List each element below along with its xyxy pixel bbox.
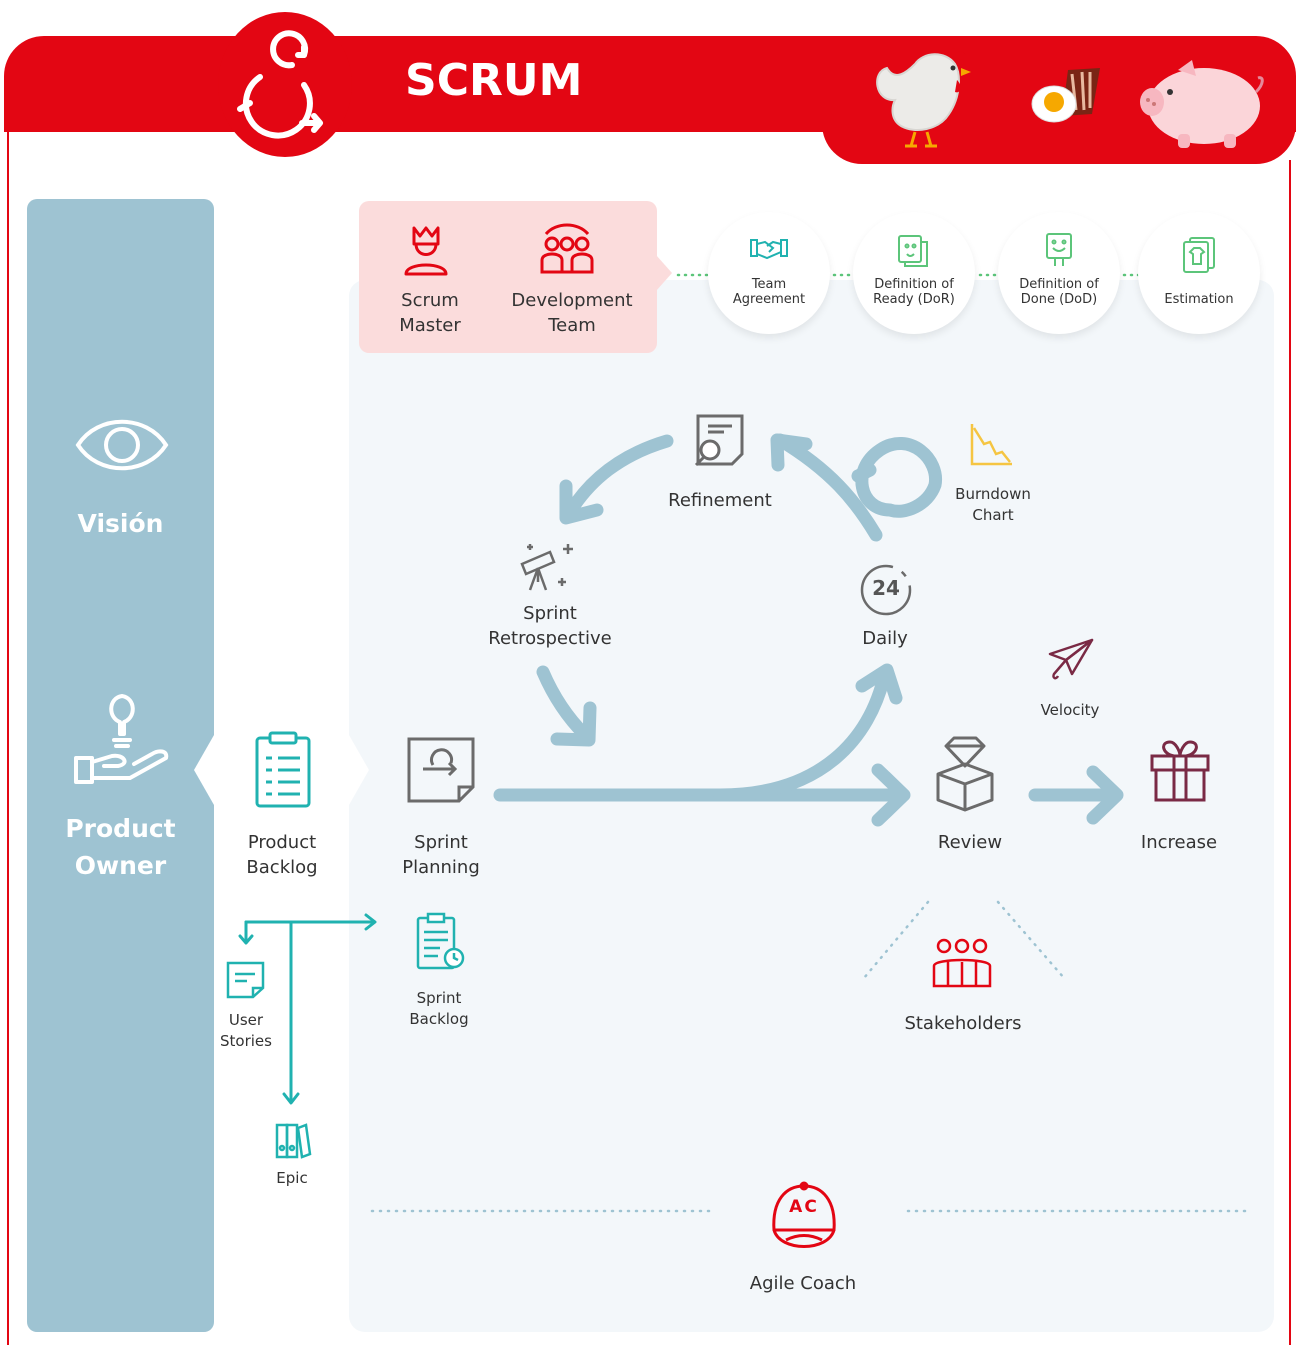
product-backlog-label: Product Backlog bbox=[246, 832, 318, 878]
roles-box-pointer bbox=[656, 255, 672, 291]
sprint-backlog-icon bbox=[416, 912, 465, 970]
gift-icon bbox=[1150, 740, 1210, 802]
development-team-label: Development Team bbox=[511, 290, 633, 336]
retrospective-label: Sprint Retrospective bbox=[488, 603, 612, 649]
product-owner-label: Product Owner bbox=[65, 814, 176, 880]
stakeholders-icon bbox=[932, 938, 992, 988]
refinement-icon bbox=[694, 414, 744, 467]
sprint-backlog-label: Sprint Backlog bbox=[409, 989, 469, 1028]
dor-card bbox=[853, 212, 975, 334]
gem-box-icon bbox=[936, 736, 994, 812]
eye-icon bbox=[75, 419, 169, 471]
estimation-label: Estimation bbox=[1164, 292, 1234, 307]
scrum-master-label: Scrum Master bbox=[399, 290, 461, 336]
cycle-icon bbox=[237, 30, 323, 139]
burndown-label: Burndown Chart bbox=[955, 485, 1031, 524]
daily-number: 24 bbox=[872, 576, 900, 600]
page-title: SCRUM bbox=[405, 55, 583, 106]
paper-plane-icon bbox=[1048, 638, 1094, 680]
chicken-icon bbox=[876, 48, 971, 148]
dod-card bbox=[998, 212, 1120, 334]
increase-label: Increase bbox=[1140, 832, 1218, 853]
team-icon bbox=[540, 223, 594, 274]
sprint-planning-label: Sprint Planning bbox=[402, 832, 480, 878]
frame-right-border bbox=[1289, 160, 1291, 1345]
vision-label: Visión bbox=[77, 509, 164, 538]
telescope-icon bbox=[520, 544, 573, 591]
team-agreement-label: Team Agreement bbox=[732, 277, 806, 307]
artifacts-dotted-connector bbox=[676, 273, 1148, 277]
stakeholders-dotted-lines bbox=[862, 900, 1066, 980]
refinement-label: Refinement bbox=[668, 490, 772, 511]
sprint-planning-icon bbox=[407, 737, 475, 803]
egg-bacon-icon bbox=[1031, 68, 1100, 123]
clipboard-icon bbox=[255, 731, 311, 808]
dod-card-icon bbox=[1046, 233, 1072, 266]
epic-label: Epic bbox=[276, 1169, 308, 1187]
scrum-team-roles bbox=[359, 201, 657, 353]
stakeholders-label: Stakeholders bbox=[904, 1013, 1022, 1034]
agile-coach-initials: AC bbox=[789, 1197, 819, 1217]
handshake-icon bbox=[750, 239, 788, 260]
team-agreement-card bbox=[708, 212, 830, 334]
binders-icon bbox=[275, 1123, 312, 1159]
dor-label: Definition of Ready (DoR) bbox=[873, 277, 955, 307]
dor-card-icon bbox=[898, 235, 928, 267]
sticky-note-icon bbox=[226, 961, 265, 999]
user-stories-label: User Stories bbox=[220, 1011, 272, 1050]
daily-label: Daily bbox=[862, 628, 908, 649]
estimation-card-icon bbox=[1183, 237, 1215, 273]
frame-left-border bbox=[7, 130, 9, 1345]
velocity-label: Velocity bbox=[1040, 701, 1100, 719]
burndown-icon bbox=[970, 424, 1012, 466]
agile-coach-label: Agile Coach bbox=[749, 1273, 857, 1294]
po-column-notch bbox=[194, 735, 369, 805]
crown-person-icon bbox=[404, 226, 448, 276]
clock-24-icon bbox=[860, 564, 912, 616]
cap-icon bbox=[772, 1181, 836, 1248]
lightbulb-hand-icon bbox=[74, 694, 169, 784]
review-label: Review bbox=[937, 832, 1003, 853]
dod-label: Definition of Done (DoD) bbox=[1019, 277, 1099, 307]
agile-coach-dotted-lines bbox=[370, 1209, 1250, 1213]
pig-icon bbox=[1140, 60, 1264, 148]
